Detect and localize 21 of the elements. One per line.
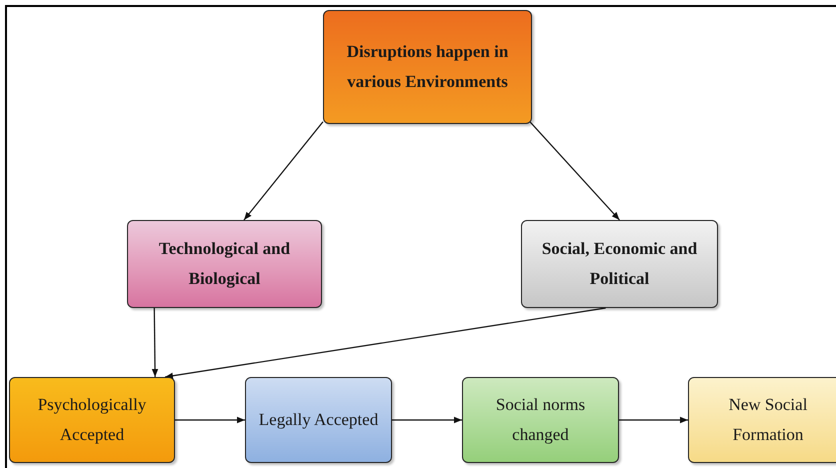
arrow <box>152 308 158 377</box>
box-label: Social, Economic and Political <box>540 238 698 290</box>
arrow <box>175 416 245 424</box>
process-box <box>688 377 836 463</box>
arrow <box>244 121 324 220</box>
process-box <box>127 220 322 308</box>
arrow <box>619 416 688 424</box>
process-box <box>462 377 619 463</box>
process-box <box>245 377 392 463</box>
process-box <box>521 220 718 308</box>
box-label: Psychologically Accepted <box>36 394 148 446</box>
box-label: Legally Accepted <box>258 409 378 431</box>
box-label: Technological and Biological <box>158 238 292 290</box>
process-box <box>9 377 175 463</box>
box-label: Social norms changed <box>494 394 586 446</box>
arrow <box>164 307 606 379</box>
box-label: New Social Formation <box>728 394 808 446</box>
arrow <box>392 416 462 424</box>
arrow <box>529 121 620 220</box>
process-box <box>323 10 532 124</box>
box-label: Disruptions happen in various Environments <box>346 41 510 93</box>
